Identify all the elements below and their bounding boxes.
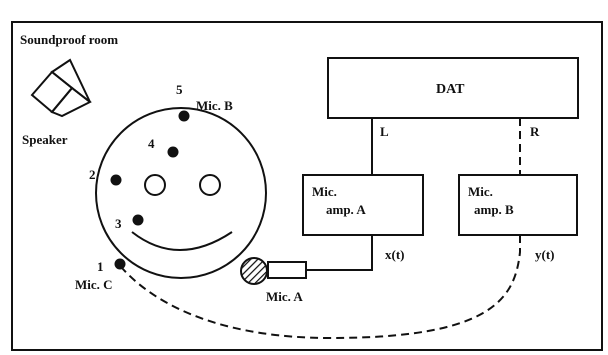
- mic-amp-b-box: [458, 174, 578, 236]
- room-frame: [11, 21, 603, 351]
- mic-a-body: [267, 261, 307, 279]
- mic-amp-b-line1: Mic.: [468, 184, 493, 199]
- mic-position-4-label: 4: [148, 136, 155, 151]
- mouth: [131, 231, 233, 251]
- mic-position-5-dot: [178, 110, 190, 122]
- mic-position-1-dot: [114, 258, 126, 270]
- mic-position-2-label: 2: [89, 167, 96, 182]
- speaker-icon: [30, 58, 92, 118]
- mic-position-markers: [110, 110, 190, 270]
- head-model: [95, 107, 267, 279]
- mic-position-2-dot: [110, 174, 122, 186]
- mic-b-label: Mic. B: [196, 98, 233, 113]
- signal-x-label: x(t): [385, 247, 405, 262]
- channel-l-label: L: [380, 124, 389, 139]
- mic-c-label: Mic. C: [75, 277, 113, 292]
- mic-a-label: Mic. A: [266, 289, 303, 304]
- mic-position-3-dot: [132, 214, 144, 226]
- mic-a-capsule-icon: [240, 257, 268, 285]
- mic-amp-a-line2: amp. A: [326, 202, 366, 217]
- right-eye: [199, 174, 221, 196]
- mic-position-1-label: 1: [97, 259, 104, 274]
- dat-label: DAT: [436, 82, 465, 97]
- mic-amp-a-line1: Mic.: [312, 184, 337, 199]
- mic-position-4-dot: [167, 146, 179, 158]
- left-eye: [144, 174, 166, 196]
- head-outline: [95, 107, 267, 279]
- signal-x-line: [306, 235, 373, 271]
- room-title: Soundproof room: [20, 32, 118, 47]
- speaker-label: Speaker: [22, 132, 68, 147]
- mic-position-3-label: 3: [115, 216, 122, 231]
- mic-position-5-label: 5: [176, 82, 183, 97]
- signal-y-label: y(t): [535, 247, 555, 262]
- mic-amp-b-line2: amp. B: [474, 202, 514, 217]
- dat-box: [327, 57, 579, 119]
- channel-r-label: R: [530, 124, 540, 139]
- signal-y-line: [121, 235, 521, 340]
- mic-amp-a-box: [302, 174, 424, 236]
